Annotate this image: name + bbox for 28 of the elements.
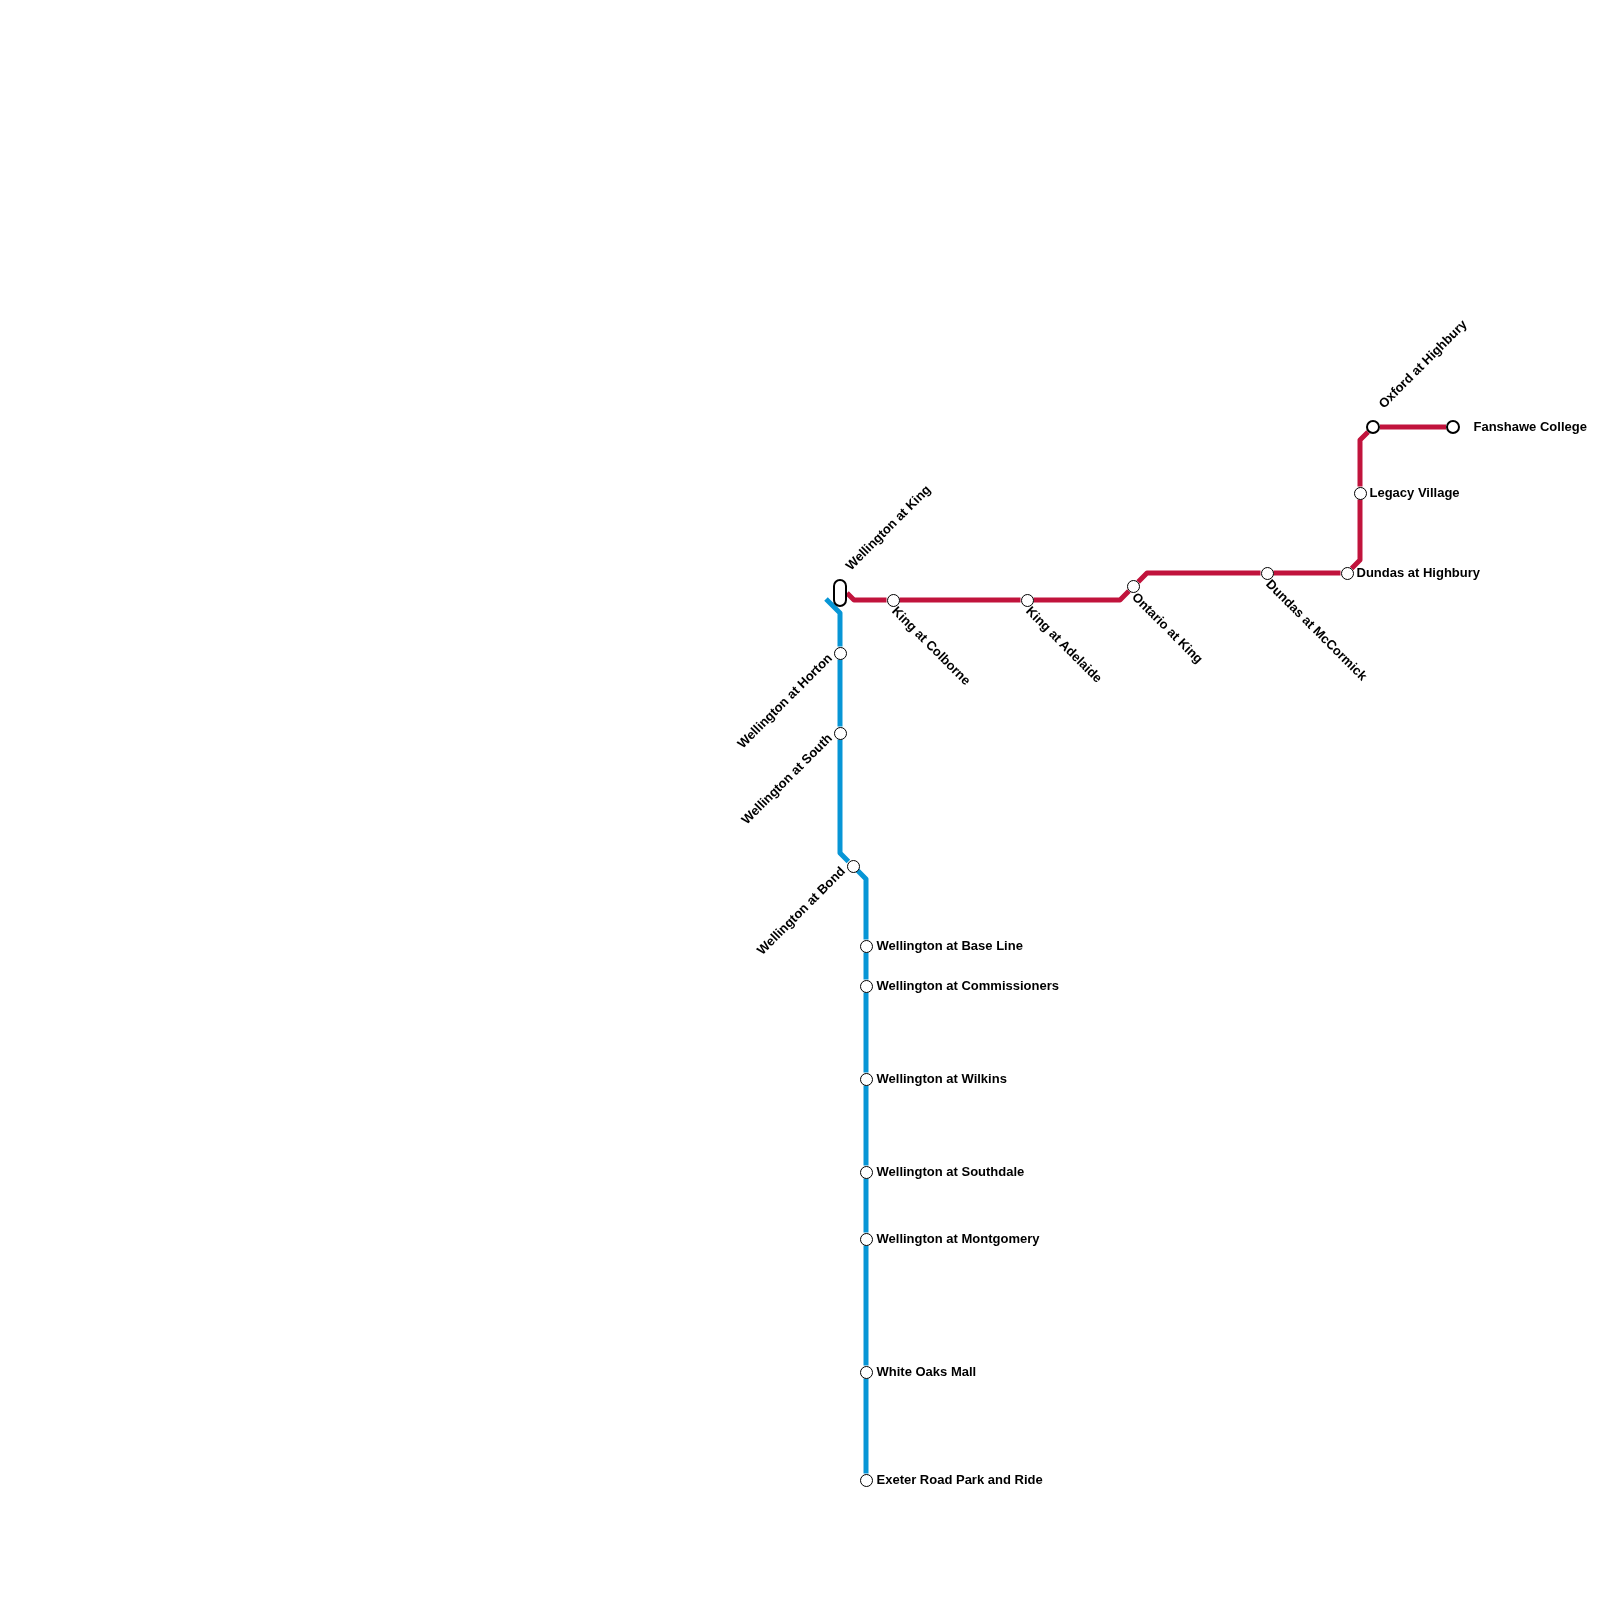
station-label: Legacy Village [1369,485,1460,500]
station-label: Fanshawe College [1473,419,1587,434]
route-line [1033,589,1131,603]
station-label: Wellington at Commissioners [876,978,1059,993]
route-line [855,868,869,940]
route-line [863,1085,869,1166]
route-line [863,1378,869,1474]
route-line [1380,424,1446,430]
station-label: Wellington at Southdale [876,1164,1025,1179]
route-line [1273,570,1341,576]
station-label: Dundas at Highbury [1356,565,1480,580]
route-line [863,992,869,1073]
route-line [863,1178,869,1233]
route-line [824,597,843,647]
station-label: White Oaks Mall [876,1364,977,1379]
route-line [837,739,851,864]
route-line [1349,499,1363,571]
route-line [845,591,887,603]
station-label: Wellington at Base Line [876,938,1023,953]
station-label: Wellington at Wilkins [876,1071,1007,1086]
route-line [1357,430,1370,487]
route-line [1136,570,1261,584]
route-line [863,952,869,980]
station-label: Exeter Road Park and Ride [876,1472,1043,1487]
route-line [837,659,843,727]
station-label: Wellington at Montgomery [876,1231,1040,1246]
route-line [899,597,1021,603]
route-line [863,1245,869,1366]
